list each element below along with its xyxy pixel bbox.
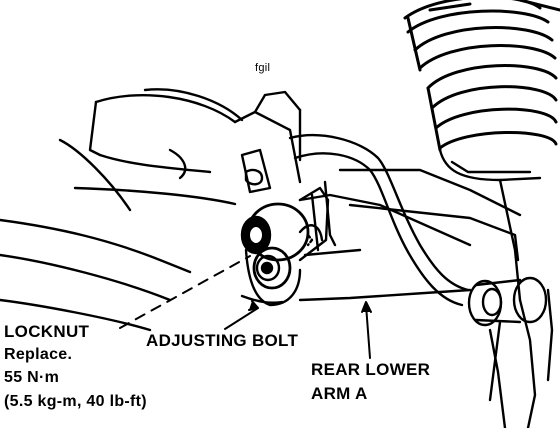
- torque-alt-units: (5.5 kg-m, 40 lb-ft): [4, 393, 147, 410]
- locknut-label: LOCKNUT: [4, 322, 90, 341]
- locknut-replace-note: Replace.: [4, 346, 73, 363]
- rear-lower-arm-label-line2: ARM A: [311, 384, 368, 403]
- rear-lower-arm-a: [298, 193, 472, 302]
- end-link-bushing: [467, 276, 548, 402]
- rear-lower-arm-label-line1: REAR LOWER: [311, 360, 431, 379]
- adjusting-bolt-label: ADJUSTING BOLT: [146, 331, 299, 350]
- torque-nm: 55 N·m: [4, 369, 60, 386]
- adjusting-bolt-assembly: [240, 186, 330, 307]
- coil-spring: [403, 0, 560, 152]
- part-stamp: fgil: [255, 62, 271, 74]
- stabilizer-bar: [288, 134, 470, 307]
- upper-bracket: [233, 90, 302, 194]
- leader-lines: [119, 255, 372, 359]
- subframe: [0, 88, 522, 332]
